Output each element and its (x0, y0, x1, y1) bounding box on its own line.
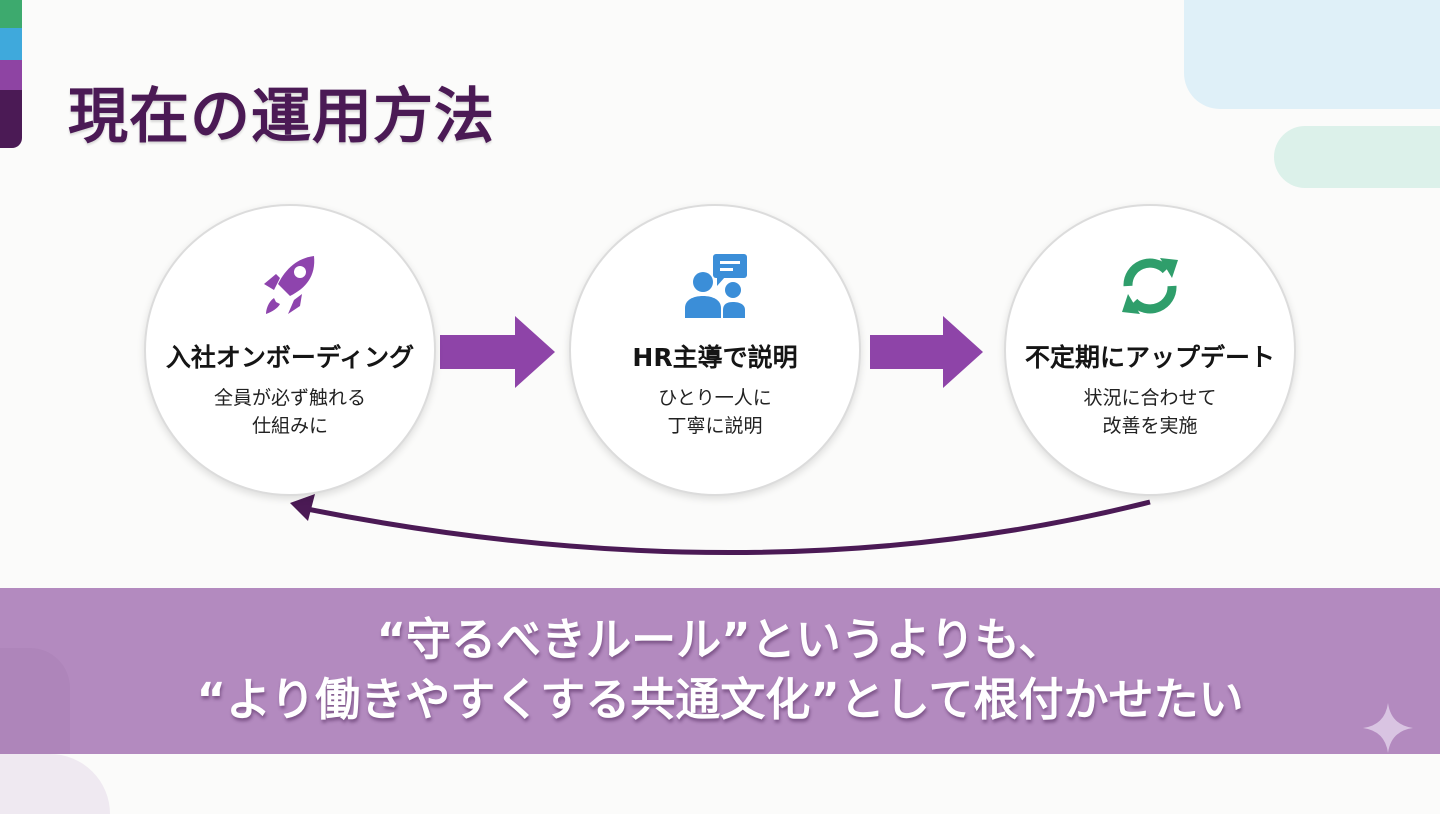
sparkle-icon (1363, 703, 1413, 753)
banner-decoration (0, 648, 70, 754)
step-title: 入社オンボーディング (165, 343, 415, 372)
return-arrow-curve (301, 499, 1151, 555)
step-title: HR主導で説明 (632, 343, 798, 372)
decorative-bottom-shape (0, 754, 110, 814)
decorative-blue-shape (1184, 0, 1440, 109)
banner-line-2: “より働きやすくする共通文化”として根付かせたい (196, 673, 1244, 726)
step-description: ひとり一人に 丁寧に説明 (658, 387, 772, 437)
return-arrow-head (290, 494, 315, 521)
step-description: 状況に合わせて 改善を実施 (1083, 387, 1217, 437)
step-onboarding: 入社オンボーディング 全員が必ず触れる 仕組みに (144, 204, 436, 496)
accent-green (0, 0, 22, 28)
people-chat-icon (685, 254, 747, 318)
decorative-green-shape (1274, 126, 1440, 188)
page-title: 現在の運用方法 (68, 82, 495, 152)
accent-blue (0, 28, 22, 60)
step-description: 全員が必ず触れる 仕組みに (213, 387, 366, 437)
banner-message: “守るべきルール”というよりも、 “より働きやすくする共通文化”として根付かせた… (0, 610, 1440, 730)
message-banner: “守るべきルール”というよりも、 “より働きやすくする共通文化”として根付かせた… (0, 588, 1440, 754)
banner-line-1: “守るべきルール”というよりも、 (376, 613, 1064, 666)
arrow-step1-to-step2 (440, 316, 555, 388)
refresh-icon (1122, 258, 1178, 314)
accent-purple (0, 60, 22, 90)
accent-dark-purple (0, 90, 22, 148)
rocket-icon (264, 256, 315, 314)
accent-bar (0, 0, 22, 148)
step-irregular-update: 不定期にアップデート 状況に合わせて 改善を実施 (1004, 204, 1296, 496)
step-title: 不定期にアップデート (1024, 343, 1275, 372)
arrow-step2-to-step3 (870, 316, 983, 388)
step-hr-explanation: HR主導で説明 ひとり一人に 丁寧に説明 (569, 204, 861, 496)
